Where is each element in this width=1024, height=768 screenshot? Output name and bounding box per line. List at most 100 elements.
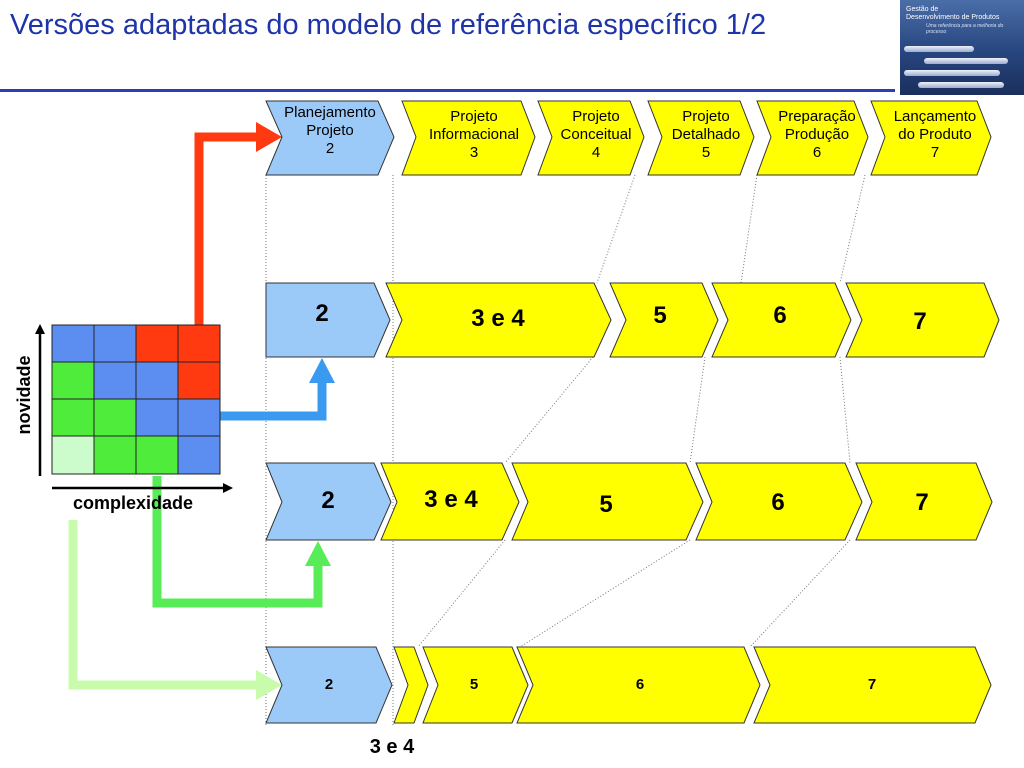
row2-label-2: 2 <box>321 487 335 514</box>
row3-label-5: 5 <box>469 676 479 693</box>
header-line-3: 3 <box>469 144 479 161</box>
matrix-cell <box>51 324 95 363</box>
light-green-arrow <box>68 520 262 690</box>
header-line-1: Projeto <box>682 108 730 125</box>
header-line-2: Informacional <box>428 126 520 143</box>
logo-line-1: Gestão de <box>906 6 939 13</box>
matrix-cell <box>135 435 179 475</box>
header-line-3: 5 <box>701 144 711 161</box>
header-line-1: Preparação <box>778 108 856 125</box>
logo-line-3: Uma referência para a melhoria do proces… <box>926 23 1004 35</box>
row1-phase-3-4 <box>385 282 612 358</box>
red-arrow <box>194 132 262 325</box>
header-label-detalhado: Projeto Detalhado 5 <box>656 108 756 162</box>
phase-header-row <box>265 100 992 176</box>
row1-phase-7 <box>845 282 1000 358</box>
light-green-arrow-head <box>256 670 282 700</box>
row3-label-2: 2 <box>324 676 334 693</box>
row2-label-6: 6 <box>771 489 785 516</box>
row2-phase-6 <box>695 462 863 541</box>
row2-phase-3-4 <box>380 462 520 541</box>
blue-arrow-head <box>309 358 335 383</box>
book-logo: Gestão de Desenvolvimento de Produtos Um… <box>900 0 1024 95</box>
row1-phase-2 <box>265 282 391 358</box>
slide-title: Versões adaptadas do modelo de referênci… <box>10 9 767 41</box>
header-line-1: Projeto <box>450 108 498 125</box>
matrix-cell <box>135 324 179 363</box>
row2-phase-7 <box>855 462 993 541</box>
row1-label-7: 7 <box>913 308 927 335</box>
matrix-cell <box>135 398 179 437</box>
header-label-conceitual: Projeto Conceitual 4 <box>546 108 646 162</box>
green-arrow-head <box>305 541 331 566</box>
header-label-informacional: Projeto Informacional 3 <box>412 108 536 162</box>
logo-bar <box>924 58 1008 64</box>
x-axis-arrowhead <box>223 483 233 493</box>
matrix-cell <box>51 398 95 437</box>
header-line-3: 6 <box>812 144 822 161</box>
header-phase-conceitual <box>537 100 645 176</box>
header-line-1: Projeto <box>572 108 620 125</box>
row1-label-2: 2 <box>315 300 329 327</box>
row2-label-3-4: 3 e 4 <box>424 486 478 513</box>
header-phase-planejamento <box>265 100 395 176</box>
header-phase-detalhado <box>647 100 755 176</box>
row2-label-5: 5 <box>599 491 613 518</box>
matrix-axes <box>35 324 233 493</box>
matrix-cell <box>51 435 95 475</box>
blue-arrow <box>220 378 327 421</box>
header-line-2: Conceitual <box>560 126 632 143</box>
row3-phase-6 <box>516 646 761 724</box>
guide-lines <box>265 174 866 725</box>
matrix-cell <box>135 361 179 400</box>
row3-label-6: 6 <box>635 676 645 693</box>
row3-phase-2 <box>265 646 393 724</box>
header-line-3: 7 <box>930 144 940 161</box>
x-axis-label: complexidade <box>72 493 194 513</box>
header-line-2: Produção <box>784 126 850 143</box>
matrix-cell <box>93 398 137 437</box>
y-axis-arrowhead <box>35 324 45 334</box>
header-line-1: Lançamento <box>893 108 977 125</box>
row1-phase-6 <box>711 282 852 358</box>
logo-bar <box>918 82 1004 88</box>
matrix-cell <box>93 435 137 475</box>
header-phase-informacional <box>401 100 536 176</box>
header-phase-lancamento <box>870 100 992 176</box>
matrix-cell <box>177 361 221 400</box>
row1-label-3-4: 3 e 4 <box>471 305 525 332</box>
matrix-cell <box>177 324 221 363</box>
green-arrow <box>152 476 323 608</box>
logo-bar <box>904 46 974 52</box>
row2-phase-5 <box>511 462 704 541</box>
header-label-lancamento: Lançamento do Produto 7 <box>876 108 994 162</box>
header-line-3: 4 <box>591 144 601 161</box>
novidade-complexidade-matrix <box>51 324 221 475</box>
header-line-3: 2 <box>325 140 335 157</box>
process-row-1 <box>265 282 1000 358</box>
y-axis-label: novidade <box>14 355 34 435</box>
row1-label-6: 6 <box>773 302 787 329</box>
header-line-2: do Produto <box>898 126 972 143</box>
row3-phase-5 <box>422 646 529 724</box>
connector-arrows <box>68 122 335 700</box>
header-label-planejamento: Planejamento Projeto 2 <box>269 104 391 158</box>
row3-label-3-4-below: 3 e 4 <box>369 736 415 758</box>
row3-phase-7 <box>753 646 992 724</box>
header-line-1: Planejamento <box>284 104 376 121</box>
matrix-cell <box>93 324 137 363</box>
row2-phase-2 <box>265 462 392 541</box>
row2-label-7: 7 <box>915 489 929 516</box>
row1-phase-5 <box>609 282 719 358</box>
logo-line-2: Desenvolvimento de Produtos <box>906 14 1000 21</box>
matrix-cell <box>177 398 221 437</box>
header-line-2: Detalhado <box>671 126 741 143</box>
header-label-producao: Preparação Produção 6 <box>762 108 872 162</box>
process-row-2 <box>265 462 993 541</box>
matrix-cell <box>51 361 95 400</box>
title-underline <box>0 89 895 92</box>
matrix-cell <box>93 361 137 400</box>
row1-label-5: 5 <box>653 302 667 329</box>
process-row-3 <box>265 646 992 724</box>
logo-bar <box>904 70 1000 76</box>
